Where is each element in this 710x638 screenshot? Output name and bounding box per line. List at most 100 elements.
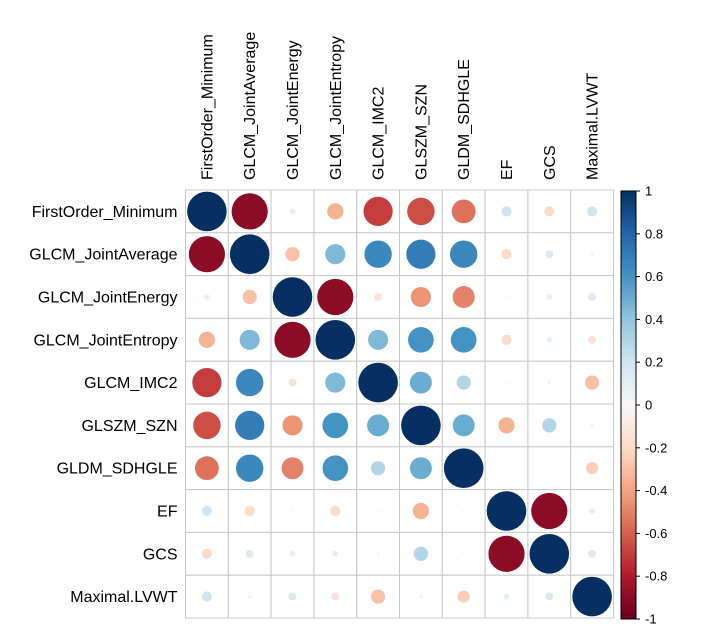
corr-circle — [289, 208, 296, 215]
corr-circle — [245, 549, 254, 558]
corr-circle — [501, 206, 512, 217]
corr-circle — [409, 371, 432, 394]
corr-circle — [588, 335, 597, 344]
grid-cell — [313, 232, 358, 277]
corr-circle — [358, 362, 398, 403]
corr-circle — [291, 509, 294, 513]
corr-circle — [330, 505, 341, 517]
corr-circle — [198, 331, 216, 348]
corr-circle — [531, 492, 568, 530]
corr-circle — [419, 595, 423, 599]
corr-circle — [188, 236, 225, 273]
corr-circle — [289, 551, 296, 557]
corr-circle — [408, 326, 434, 353]
corr-circle — [498, 417, 515, 434]
row-label: GLCM_JointEntropy — [33, 332, 177, 349]
corr-circle — [545, 250, 554, 259]
corr-circle — [325, 244, 346, 265]
colorbar-tick-label: 0.2 — [645, 355, 663, 370]
corr-circle — [501, 249, 512, 260]
corr-circle — [587, 206, 598, 217]
corr-circle — [548, 467, 551, 470]
corr-circle — [542, 418, 557, 433]
corr-circle — [331, 592, 340, 601]
corr-circle — [462, 509, 465, 513]
corr-circle — [201, 548, 212, 559]
corr-circle — [409, 457, 432, 480]
corr-circle — [327, 203, 344, 220]
col-label: Maximal.LVWT — [585, 73, 602, 180]
corr-circle — [590, 423, 594, 427]
corr-circle — [235, 410, 265, 441]
col-label: GLCM_JointEntropy — [328, 36, 345, 180]
colorbar — [620, 190, 637, 620]
corr-circle — [449, 240, 478, 268]
corr-circle — [370, 589, 386, 604]
row-label: GCS — [143, 546, 178, 563]
corr-circle — [401, 405, 441, 446]
corr-circle — [274, 321, 311, 358]
corr-circle — [285, 247, 300, 262]
corr-circle — [505, 381, 508, 384]
corr-circle — [451, 199, 476, 224]
corr-circle — [367, 414, 390, 437]
corr-circle — [486, 491, 527, 531]
col-label: GLDM_SDHGLE — [456, 59, 473, 180]
grid-cell — [527, 317, 572, 362]
row-label: FirstOrder_Minimum — [32, 204, 178, 221]
corr-circle — [332, 551, 339, 557]
corr-circle — [572, 576, 612, 617]
row-label: EF — [157, 504, 178, 521]
corr-circle — [589, 508, 595, 514]
corr-circle — [588, 549, 597, 558]
colorbar-tick-label: -0.8 — [645, 569, 667, 584]
corr-circle — [288, 378, 297, 387]
colorbar-tick-label: 0.6 — [645, 269, 663, 284]
col-label: GLCM_JointAverage — [242, 32, 259, 180]
corr-circle — [248, 595, 252, 599]
corr-circle — [462, 552, 465, 555]
corr-circle — [452, 286, 475, 308]
corr-circle — [443, 448, 484, 489]
corr-circle — [407, 197, 435, 226]
corr-circle — [410, 286, 431, 308]
corr-circle — [588, 293, 597, 301]
corr-circle — [488, 535, 525, 572]
colorbar-tick-label: -0.4 — [645, 483, 667, 498]
corr-circle — [546, 294, 553, 300]
corr-circle — [187, 191, 227, 232]
row-label: GLCM_IMC2 — [84, 375, 177, 392]
col-label: GLCM_JointEnergy — [285, 40, 302, 180]
col-label: GLSZM_SZN — [413, 84, 430, 180]
row-label: GLSZM_SZN — [81, 418, 177, 435]
row-label: Maximal.LVWT — [70, 589, 177, 606]
corr-circle — [235, 454, 264, 482]
corr-circle — [406, 239, 436, 269]
corr-circle — [235, 368, 264, 397]
col-label: FirstOrder_Minimum — [199, 34, 216, 180]
corr-circle — [364, 240, 392, 268]
corr-circle — [368, 329, 389, 350]
corr-circle — [239, 329, 260, 350]
corr-circle — [194, 456, 219, 481]
corr-circle — [584, 375, 600, 390]
corr-circle — [452, 414, 475, 437]
corr-circle — [192, 367, 222, 398]
row-label: GLCM_JointEnergy — [38, 290, 178, 307]
corr-circle — [503, 593, 510, 600]
row-label: GLCM_JointAverage — [29, 247, 177, 264]
corr-circle — [322, 455, 349, 482]
colorbar-tick-label: 0.8 — [645, 226, 663, 241]
corr-circle — [546, 337, 553, 343]
corr-circle — [201, 591, 212, 602]
corr-circle — [315, 320, 356, 360]
grid-cell — [227, 275, 272, 319]
corr-circle — [590, 252, 594, 256]
corr-circle — [505, 467, 508, 470]
col-label: GLCM_IMC2 — [371, 87, 388, 180]
col-label: EF — [499, 159, 516, 180]
corr-circle — [282, 415, 303, 436]
colorbar-tick-label: -0.6 — [645, 526, 667, 541]
colorbar-tick-label: 0 — [645, 398, 652, 413]
